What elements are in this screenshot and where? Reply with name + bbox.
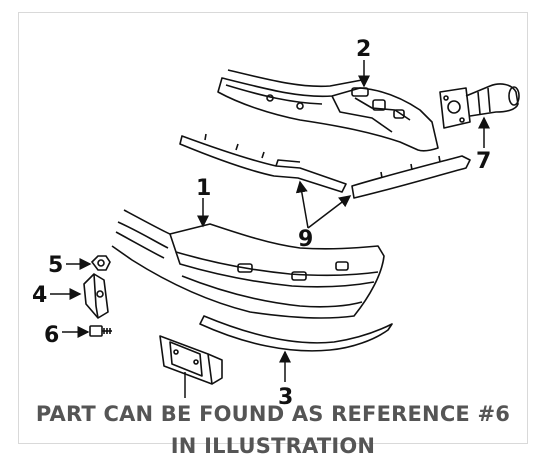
caption-line-1: PART CAN BE FOUND AS REFERENCE #6	[35, 402, 511, 426]
upper-moldings	[179, 133, 471, 199]
side-bracket	[83, 273, 109, 319]
callout-1: 1	[196, 176, 211, 201]
lower-molding	[199, 315, 393, 352]
callout-3: 3	[278, 385, 293, 410]
callout-7: 7	[476, 149, 491, 174]
energy-absorber	[439, 83, 520, 129]
callout-2: 2	[356, 37, 371, 62]
bumper-cover	[111, 209, 385, 319]
leader-lines	[50, 60, 490, 398]
caption-line-2: IN ILLUSTRATION	[170, 434, 376, 458]
reinforcement-bar	[217, 69, 439, 152]
license-plate-bracket	[159, 335, 223, 385]
callout-9: 9	[298, 227, 313, 252]
diagram-frame	[18, 12, 528, 444]
nut	[90, 255, 111, 271]
bolt	[89, 325, 112, 337]
callout-4: 4	[32, 283, 47, 308]
callout-6: 6	[44, 323, 59, 348]
callout-5: 5	[48, 253, 63, 278]
